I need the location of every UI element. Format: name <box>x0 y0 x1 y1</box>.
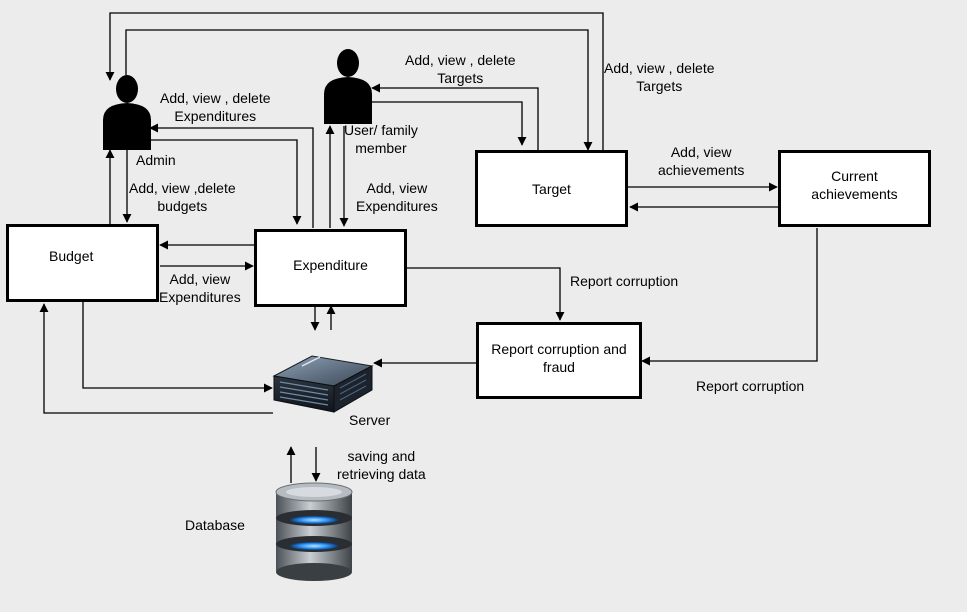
edge-exp-to-report <box>405 267 565 321</box>
report-corruption-label: Report corruption and fraud <box>491 340 627 375</box>
admin-person-icon <box>103 75 151 150</box>
expenditure-label: Expenditure <box>293 257 368 273</box>
edge-label-current-report: Report corruption <box>696 378 805 394</box>
edge-label-server-database: saving and retrieving data <box>337 448 426 482</box>
edge-label-target-current: Add, view achievements <box>658 144 745 178</box>
edge-label-user-target: Add, view , delete Targets <box>405 52 516 86</box>
edge-server-to-budget <box>39 303 273 414</box>
target-box[interactable]: Target <box>475 150 628 227</box>
server-label: Server <box>349 412 391 428</box>
report-corruption-box[interactable]: Report corruption and fraud <box>476 322 642 399</box>
expenditure-box[interactable]: Expenditure <box>254 229 407 307</box>
edge-current-to-report <box>641 228 818 366</box>
edge-label-expenditure-report: Report corruption <box>570 273 679 289</box>
edge-target-to-user <box>371 83 539 150</box>
server-icon <box>272 355 374 413</box>
budget-box[interactable]: Budget <box>6 224 159 302</box>
edge-admin-to-target <box>125 29 593 151</box>
budget-label: Budget <box>49 248 94 264</box>
database-label: Database <box>185 517 245 533</box>
database-icon <box>275 482 353 581</box>
user-person-icon <box>324 49 372 124</box>
current-achievements-box[interactable]: Current achievements <box>778 150 931 227</box>
edge-label-admin-expenditure: Add, view , delete Expenditures <box>160 90 271 124</box>
admin-label: Admin <box>136 152 176 168</box>
target-label: Target <box>532 180 571 197</box>
edge-label-admin-budget: Add, view ,delete budgets <box>129 180 236 214</box>
edge-budget-to-server <box>82 302 273 393</box>
edge-exp-to-admin <box>149 123 314 228</box>
current-achievements-label: Current achievements <box>811 167 898 202</box>
edge-label-admin-target: Add, view , delete Targets <box>604 60 715 94</box>
edge-admin-to-exp <box>150 139 302 225</box>
edge-user-to-target <box>372 101 527 146</box>
user-label: User/ family member <box>344 122 418 156</box>
edge-label-user-expenditure: Add, view Expenditures <box>356 180 438 214</box>
edge-label-budget-expenditure: Add, view Expenditures <box>159 271 241 305</box>
edge-target-to-admin <box>105 12 604 150</box>
